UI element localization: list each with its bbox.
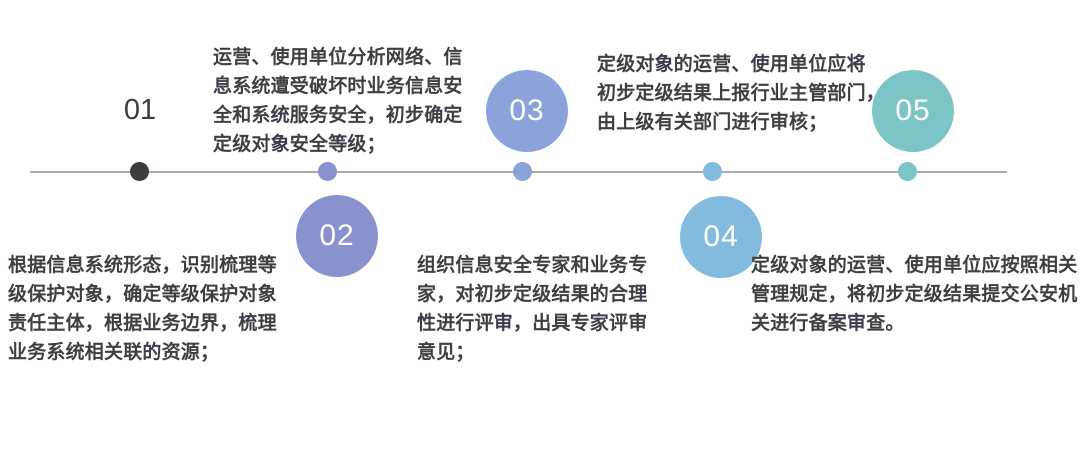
step-01-number-label: 01 bbox=[123, 94, 157, 126]
step-03-description: 组织信息安全专家和业务专 家，对初步定级结果的合理 性进行评审，出具专家评审 意… bbox=[417, 255, 648, 363]
step-03-number: 03 bbox=[509, 94, 545, 127]
step-04-number: 04 bbox=[703, 220, 739, 253]
timeline-dot-04 bbox=[703, 162, 722, 181]
step-05-number: 05 bbox=[895, 94, 931, 127]
step-05-circle-badge: 05 bbox=[872, 70, 954, 152]
timeline-dot-05 bbox=[898, 162, 917, 181]
step-01-description: 根据信息系统形态，识别梳理等 级保护对象，确定等级保护对象 责任主体，根据业务边… bbox=[8, 255, 277, 363]
timeline-dot-02 bbox=[318, 162, 337, 181]
timeline-dot-01 bbox=[130, 162, 149, 181]
step-04-description: 定级对象的运营、使用单位应将 初步定级结果上报行业主管部门， 由上级有关部门进行… bbox=[597, 54, 886, 133]
step-05-description: 定级对象的运营、使用单位应按照相关 管理规定，将初步定级结果提交公安机 关进行备… bbox=[751, 255, 1078, 334]
step-04-circle-badge: 04 bbox=[680, 196, 762, 278]
step-03-circle-badge: 03 bbox=[486, 70, 568, 152]
timeline-dot-03 bbox=[513, 162, 532, 181]
step-02-circle-badge: 02 bbox=[296, 195, 378, 277]
step-02-number: 02 bbox=[319, 219, 355, 252]
step-02-description: 运营、使用单位分析网络、信 息系统遭受破坏时业务信息安 全和系统服务安全，初步确… bbox=[213, 47, 463, 155]
